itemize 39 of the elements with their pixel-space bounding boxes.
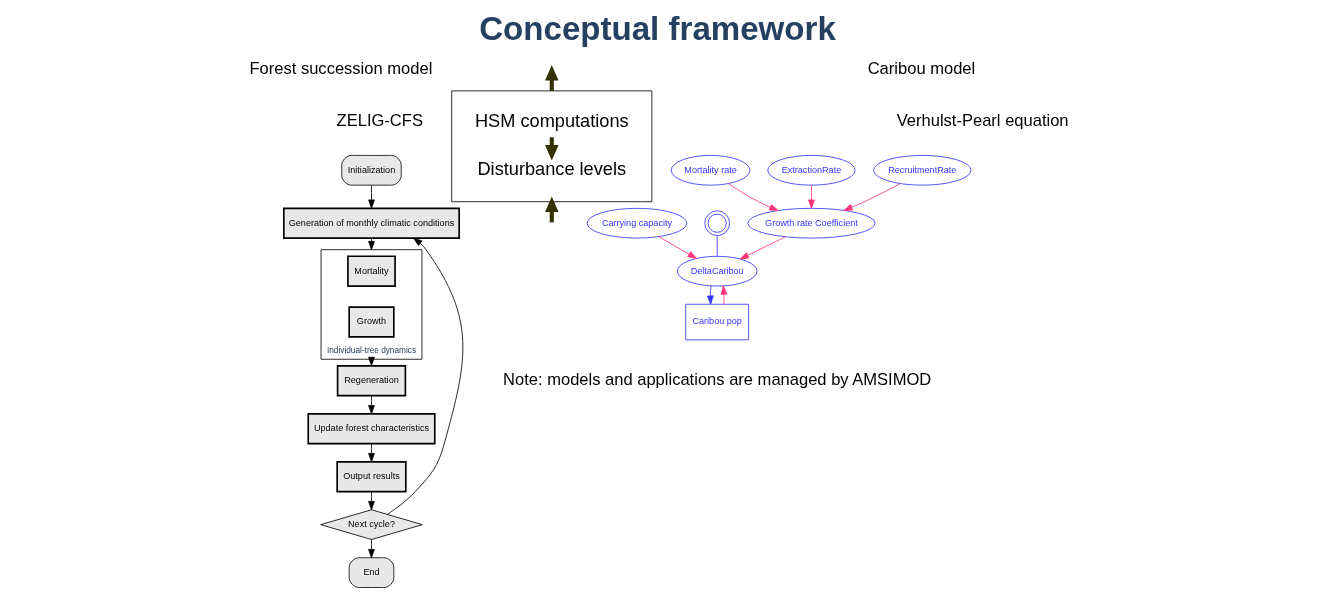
node-box: Update forest characteristics [306, 413, 436, 445]
label: ZELIG-CFS [336, 111, 423, 131]
node-box: Caribou pop [684, 303, 749, 341]
node-diamond: Next cycle? [319, 509, 423, 540]
arrow [720, 285, 727, 305]
node-ellipse: Carrying capacity [586, 207, 687, 239]
label: Caribou model [867, 58, 975, 78]
node-text: HSM computations [474, 110, 629, 131]
node-ellipse: Growth rate Coefficient [746, 207, 875, 239]
node-box: Output results [335, 460, 407, 493]
arrow [807, 184, 815, 209]
node-box: Initialization [340, 154, 402, 186]
arrow [367, 395, 375, 415]
arrow [367, 443, 375, 463]
connector [716, 235, 718, 257]
node-text: Disturbance levels [476, 158, 626, 179]
arrow [739, 236, 786, 260]
label: Forest succession model [248, 58, 432, 78]
arrow [367, 184, 375, 209]
node-ellipse: Mortality rate [670, 154, 750, 186]
node-ellipse: DeltaCaribou [676, 255, 757, 287]
arrow [706, 285, 714, 305]
arrow [843, 183, 900, 211]
arrow [657, 236, 697, 259]
arrow [727, 183, 778, 211]
node-box: Regeneration [336, 365, 406, 397]
label: Verhulst-Pearl equation [896, 111, 1069, 131]
node-box: End [348, 557, 394, 588]
node-ellipse: RecruitmentRate [872, 154, 971, 186]
node-ellipse: ExtractionRate [766, 154, 856, 186]
cluster [450, 90, 652, 203]
arrow [367, 539, 375, 559]
diagram-title: Conceptual framework [478, 10, 836, 48]
node-box: Mortality [346, 255, 396, 287]
arrow [386, 237, 463, 515]
node-box: Generation of monthly climatic conditions [282, 207, 460, 239]
label: Note: models and applications are managed by AMSIMOD [502, 369, 931, 389]
arrow [367, 491, 375, 511]
node-box: Growth [347, 306, 395, 338]
